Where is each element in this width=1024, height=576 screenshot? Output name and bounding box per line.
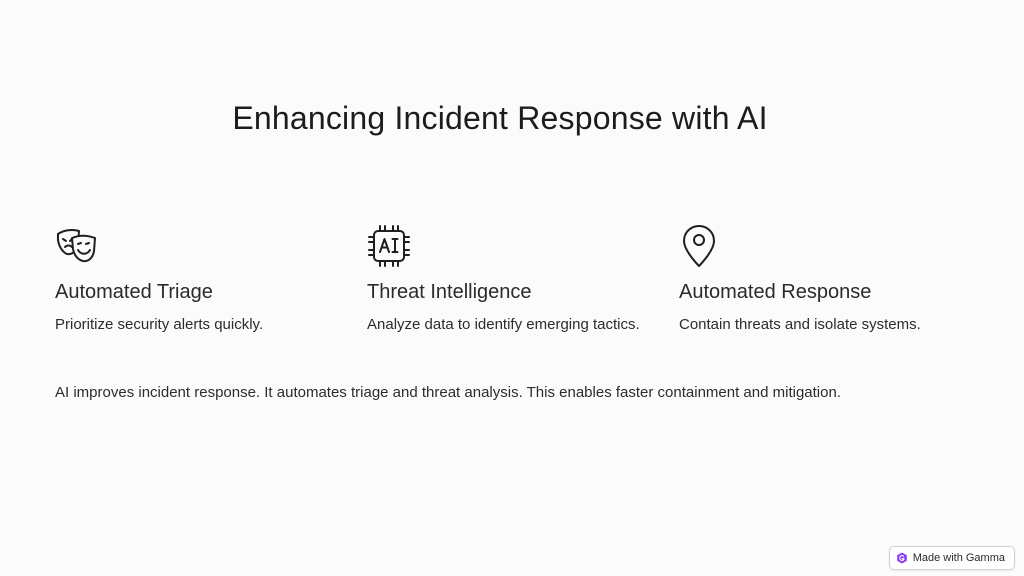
card-heading: Automated Triage [55, 281, 213, 303]
card-text: Contain threats and isolate systems. [679, 316, 921, 333]
gamma-logo-icon [896, 552, 907, 564]
made-with-gamma-badge[interactable]: Made with Gamma [888, 546, 1015, 570]
card-heading: Automated Response [679, 281, 872, 303]
theater-masks-icon [55, 224, 99, 268]
badge-label: Made with Gamma [912, 552, 1005, 564]
card-text: Analyze data to identify emerging tactic… [367, 316, 640, 333]
card-automated-response: Automated Response Contain threats and i… [679, 224, 979, 333]
card-heading: Threat Intelligence [367, 281, 532, 303]
summary-text: AI improves incident response. It automa… [55, 384, 841, 401]
map-pin-icon [679, 224, 723, 268]
slide-title: Enhancing Incident Response with AI [232, 100, 768, 136]
card-text: Prioritize security alerts quickly. [55, 316, 264, 333]
ai-chip-icon [367, 224, 411, 268]
card-automated-triage: Automated Triage Prioritize security ale… [55, 224, 355, 333]
card-threat-intelligence: Threat Intelligence Analyze data to iden… [367, 224, 667, 333]
